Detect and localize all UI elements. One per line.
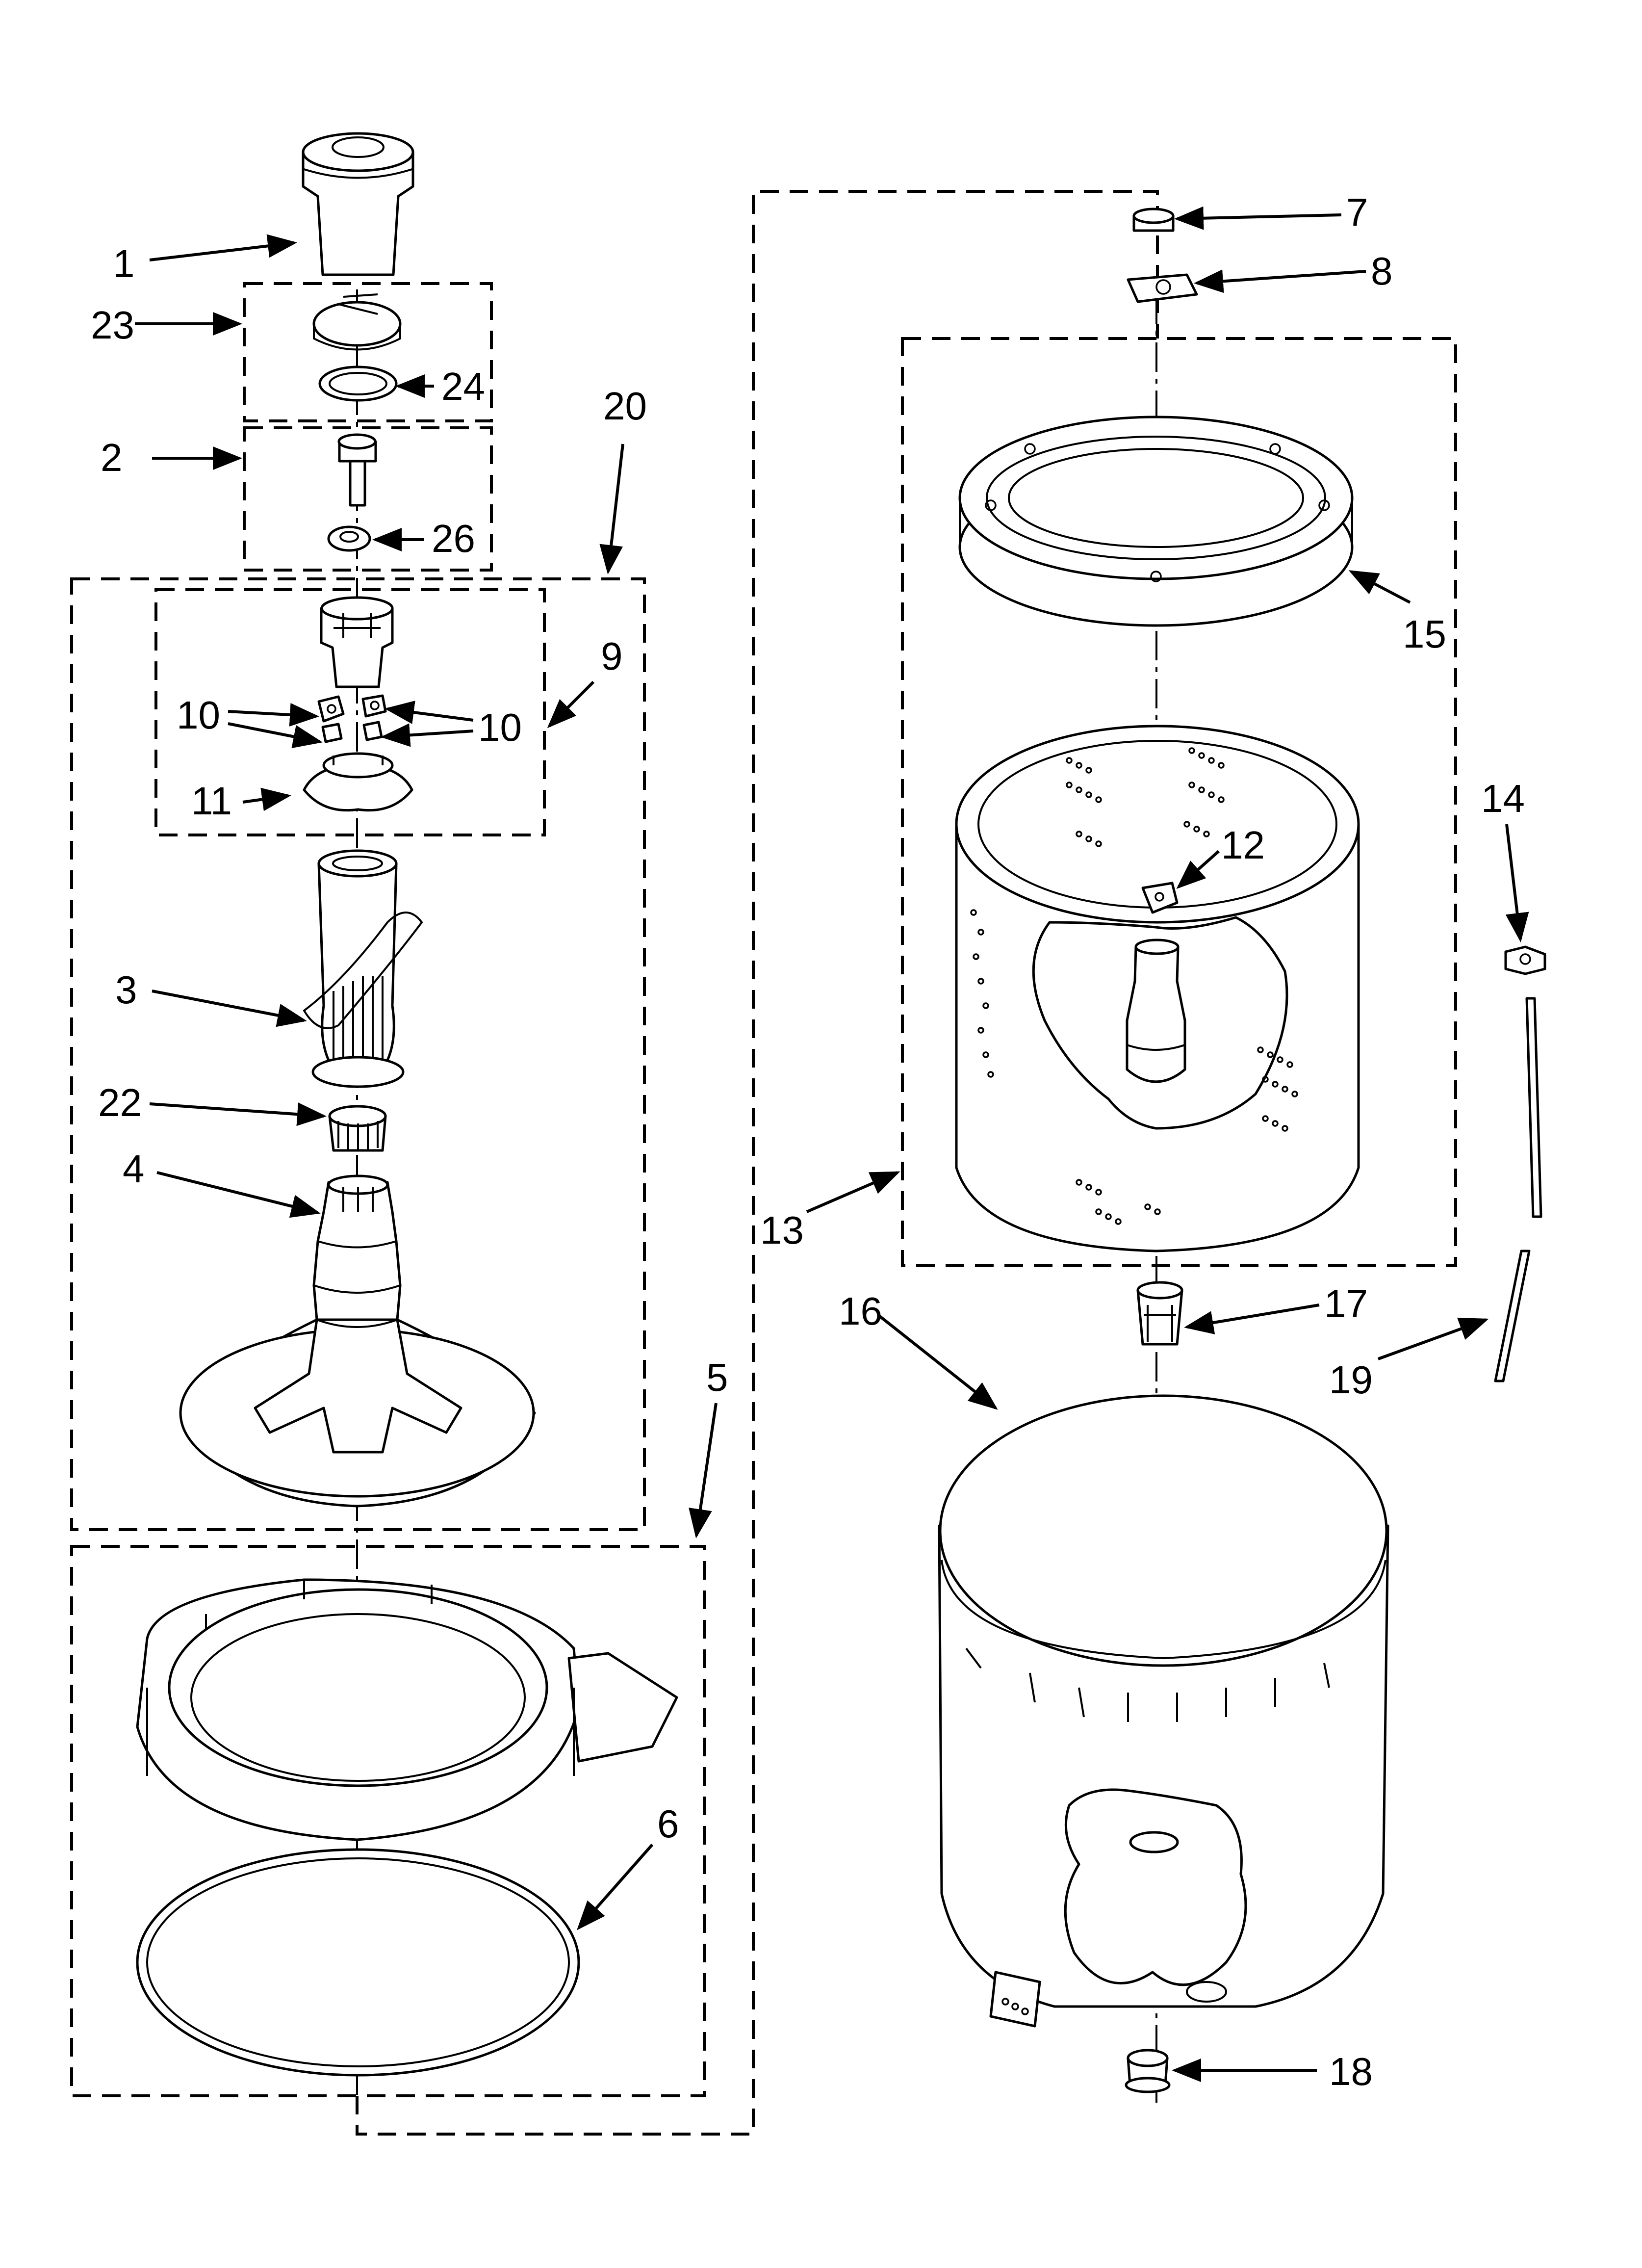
- callout-19: 19: [1329, 1358, 1373, 1402]
- leader-16: [877, 1313, 998, 1410]
- leader-12: [1176, 850, 1220, 889]
- box-5: [70, 1545, 706, 2097]
- leader-10b-2: [381, 723, 474, 747]
- callout-18: 18: [1329, 2050, 1373, 2093]
- callout-16: 16: [839, 1289, 882, 1333]
- box-2: [243, 426, 493, 572]
- leader-6: [577, 1844, 654, 1930]
- part-19-hose: [1494, 997, 1542, 1382]
- part-3-agitator-barrel: [303, 849, 423, 1088]
- callout-22: 22: [98, 1081, 142, 1124]
- leader-3: [152, 990, 307, 1027]
- callout-2: 2: [101, 436, 123, 479]
- callout-3: 3: [115, 968, 137, 1012]
- callout-11: 11: [191, 779, 232, 823]
- callout-4: 4: [123, 1147, 145, 1191]
- leader-19: [1377, 1317, 1489, 1360]
- box-9: [154, 588, 546, 836]
- part-12-drive-block: [1141, 882, 1179, 914]
- part-23-cap: [312, 293, 402, 351]
- callout-24: 24: [441, 365, 485, 408]
- leader-22: [149, 1102, 327, 1126]
- part-2-bolt: [337, 433, 377, 507]
- callout-13: 13: [760, 1208, 804, 1252]
- callout-5: 5: [706, 1356, 728, 1399]
- part-6-seal-ring: [136, 1848, 580, 2077]
- part-4-agitator-base: [179, 1174, 536, 1508]
- callout-14: 14: [1481, 777, 1525, 820]
- callout-15: 15: [1403, 612, 1446, 656]
- part-15-balance-ring: [958, 416, 1354, 627]
- part-13-basket: [955, 725, 1360, 1252]
- callout-26: 26: [432, 517, 475, 560]
- part-17-hub: [1136, 1281, 1183, 1346]
- leader-13: [806, 1171, 900, 1213]
- callout-7: 7: [1346, 190, 1368, 234]
- leader-9: [547, 680, 595, 729]
- leader-11: [242, 787, 291, 811]
- part-18-grommet: [1125, 2049, 1171, 2093]
- leader-15: [1348, 570, 1411, 604]
- callout-6: 6: [657, 1802, 679, 1846]
- part-11-cam-base: [303, 752, 413, 812]
- leader-17: [1184, 1303, 1320, 1334]
- callout-8: 8: [1371, 249, 1393, 293]
- part-14-clamp: [1504, 945, 1546, 975]
- callout-labels: 1 2 3 4 5 6 7 8 9 10 10 11 12 13 14 15 1…: [91, 190, 1525, 2093]
- leader-10a-2: [228, 722, 323, 749]
- callout-10-left: 10: [177, 693, 220, 737]
- part-1-dispenser-cup: [302, 132, 414, 276]
- leader-10b-1: [385, 701, 474, 724]
- callout-20: 20: [603, 384, 647, 428]
- callout-23: 23: [91, 303, 134, 347]
- part-16-outer-tub: [938, 1394, 1389, 2028]
- leader-8: [1194, 269, 1366, 293]
- leader-14: [1505, 824, 1529, 942]
- part-9-cam-assembly: [320, 596, 394, 688]
- part-24-o-ring: [318, 365, 398, 402]
- part-8-bracket: [1127, 273, 1198, 303]
- callout-17: 17: [1324, 1282, 1368, 1326]
- callout-10-right: 10: [478, 705, 522, 749]
- leader-7: [1174, 206, 1342, 230]
- basket-perforations: [970, 747, 1298, 1225]
- part-22-drive-bell: [328, 1105, 387, 1152]
- leader-1: [149, 234, 297, 261]
- callout-12: 12: [1221, 823, 1265, 867]
- box-23: [243, 282, 493, 422]
- leader-5: [689, 1403, 718, 1538]
- box-13-basket: [901, 337, 1457, 1267]
- leader-4: [156, 1171, 321, 1218]
- leader-10a-1: [228, 703, 319, 727]
- part-26-washer: [327, 525, 371, 552]
- part-7-clip: [1132, 208, 1175, 232]
- callout-1: 1: [113, 242, 135, 286]
- leader-20: [599, 443, 624, 574]
- part-10-dogs: [317, 694, 387, 743]
- leader-arrows: [135, 206, 1529, 2082]
- callout-9: 9: [601, 634, 623, 678]
- part-6-tub-ring: [136, 1578, 678, 1841]
